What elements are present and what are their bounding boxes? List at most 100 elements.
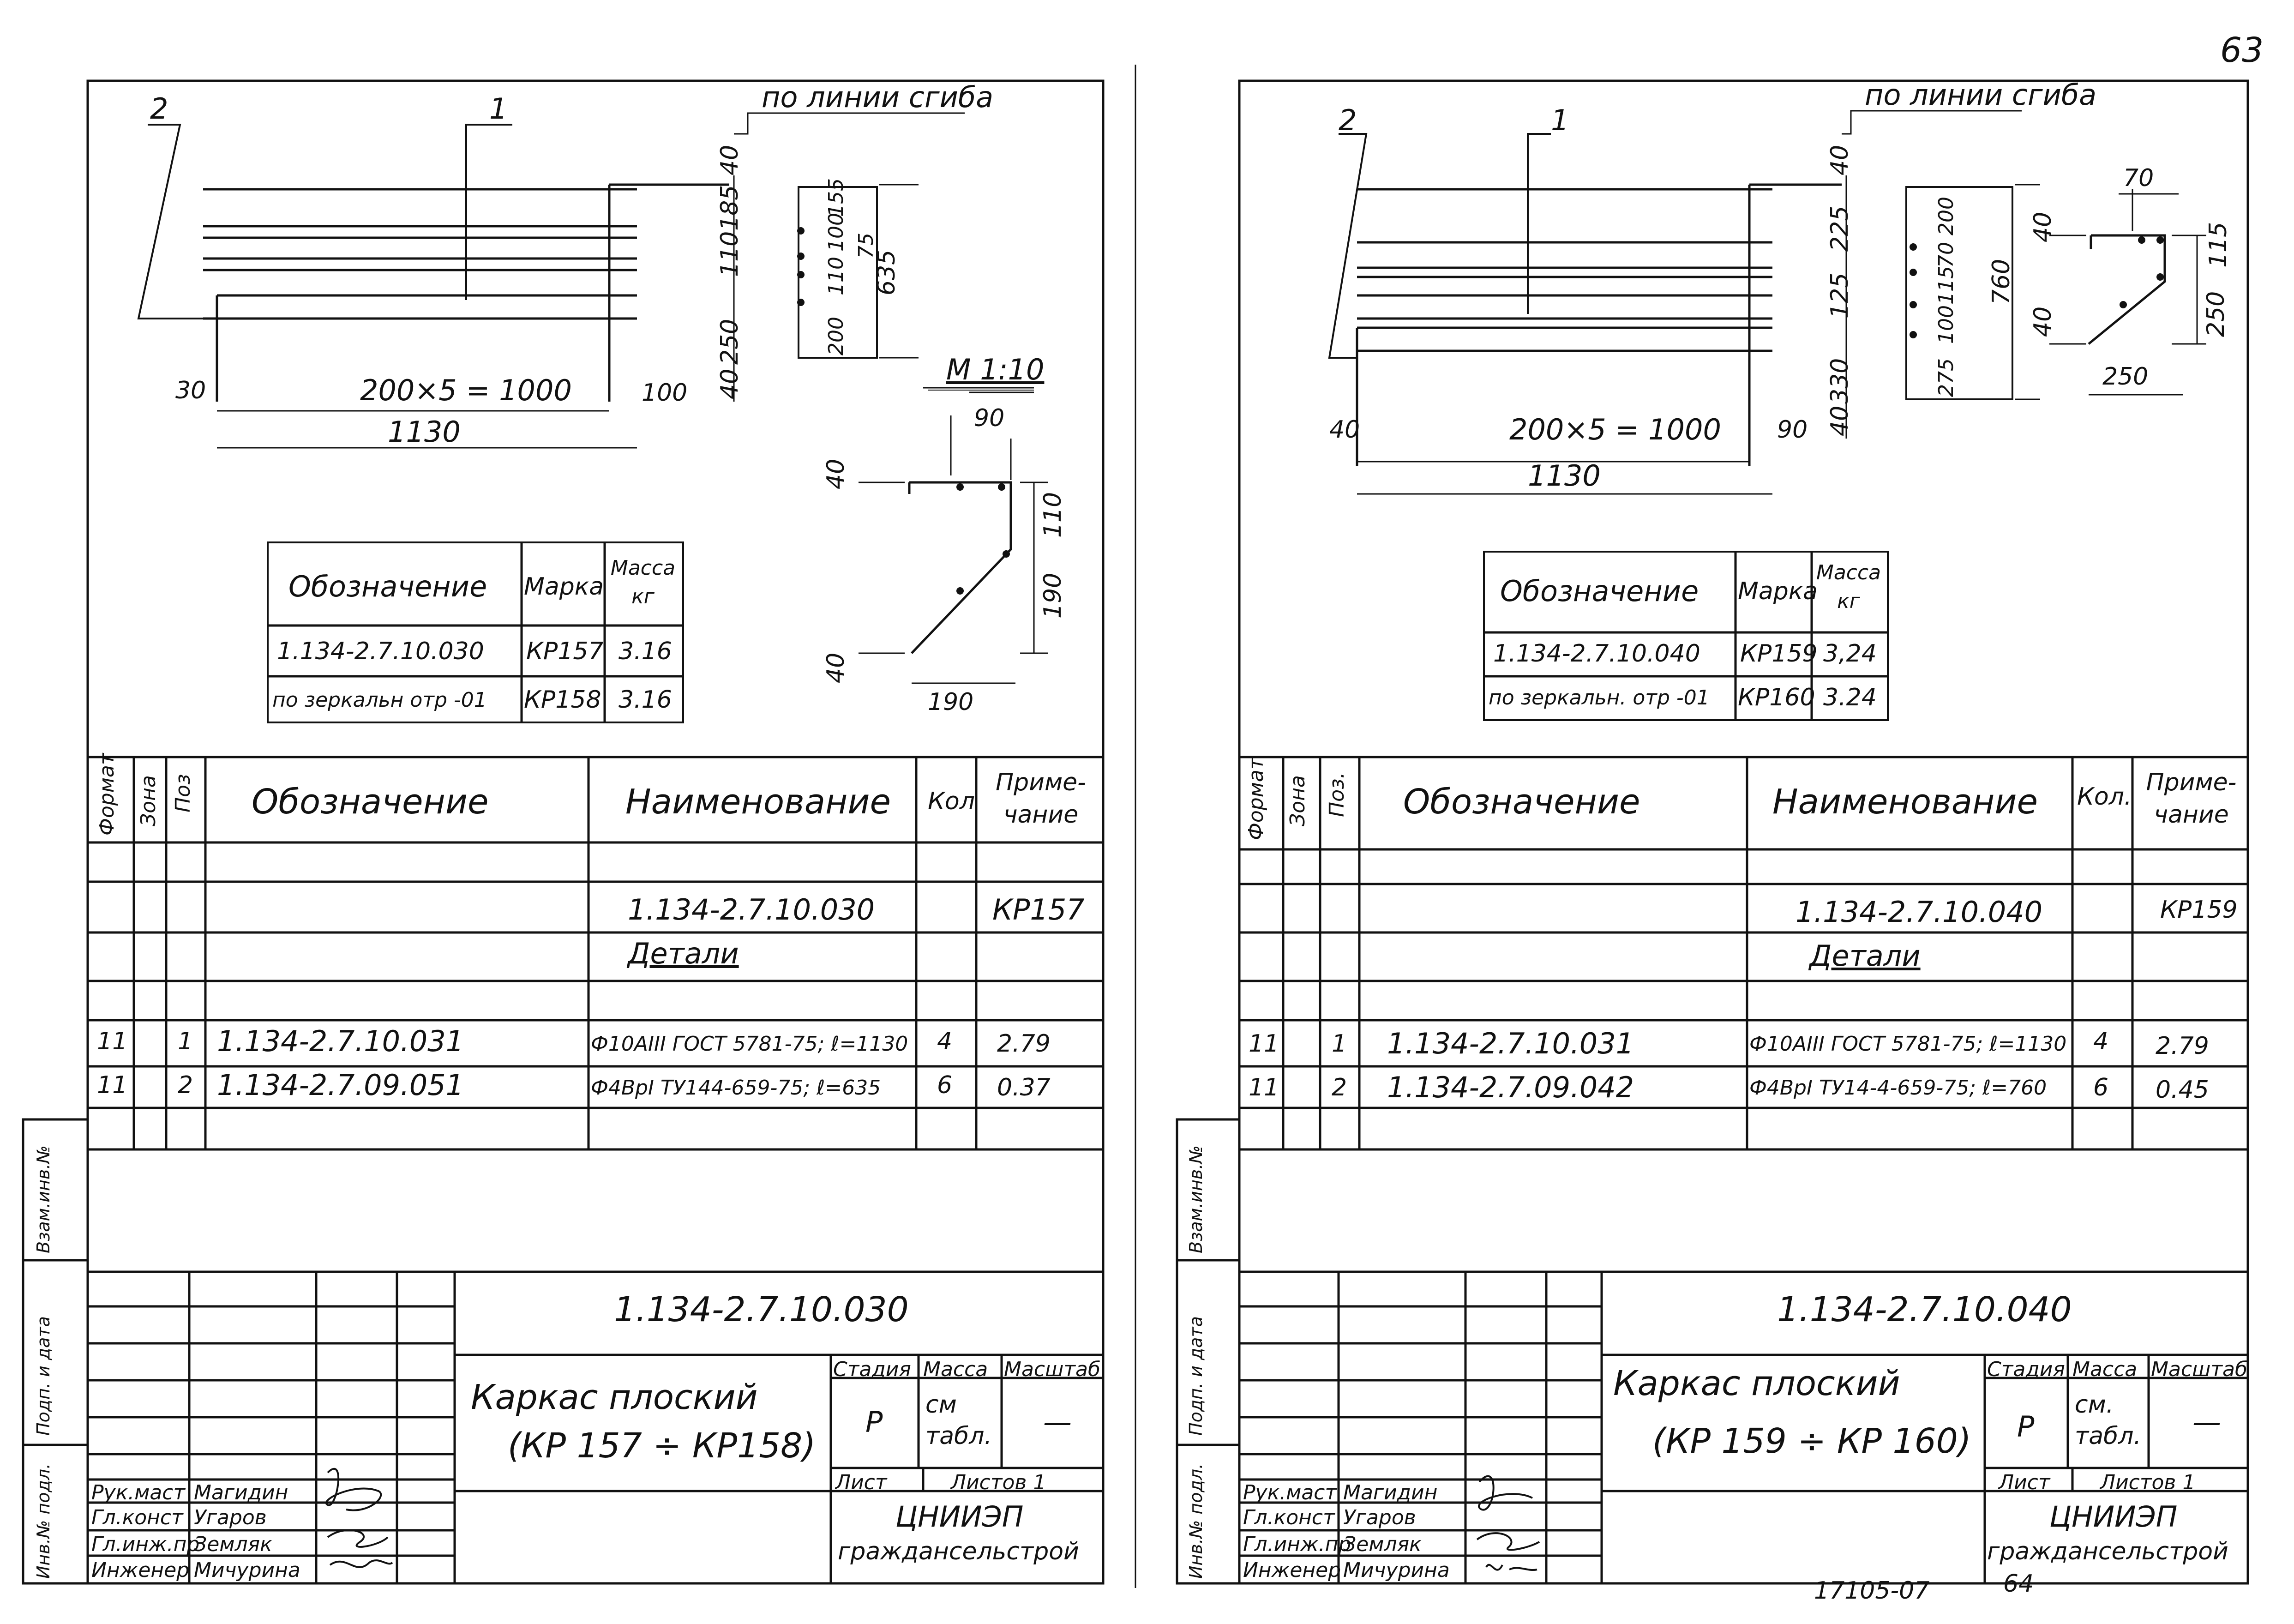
stamp-inv-no: Инв.№ подл. <box>33 1463 54 1579</box>
mass-label: Масса <box>923 1358 988 1381</box>
spec-cell-designation: 1.134-2.7.10.031 <box>1387 1027 1634 1060</box>
stamp-replace-inv: Взам.инв.№ <box>1186 1145 1206 1253</box>
leader-1-label: 1 <box>489 92 508 126</box>
section-dim-bottom: 190 <box>928 688 974 716</box>
dim-1130: 1130 <box>388 415 461 449</box>
mass-row2-mass: 3.24 <box>1823 684 1877 711</box>
role-label: Гл.инж.пр <box>91 1533 200 1556</box>
spec-cell-designation: 1.134-2.7.09.042 <box>1387 1071 1634 1104</box>
mass-th-designation: Обозначение <box>288 570 487 603</box>
doc-code: 1.134-2.7.10.030 <box>614 1290 909 1329</box>
mass-row2-mass: 3.16 <box>619 686 672 714</box>
doc-code: 1.134-2.7.10.040 <box>1777 1290 2072 1329</box>
spec-th-pos: Поз. <box>1325 772 1349 817</box>
scale-note: М 1:10 <box>946 353 1045 386</box>
side-dim-330: 330 <box>1826 358 1854 404</box>
mass-row1-designation: 1.134-2.7.10.040 <box>1493 640 1700 668</box>
spec-cell-format: 11 <box>1249 1074 1279 1101</box>
spec-cell-format: 11 <box>97 1071 128 1099</box>
role-label: Гл.конст <box>91 1506 183 1529</box>
side-dim-125: 125 <box>1826 272 1854 319</box>
mass-row1-mass: 3,24 <box>1823 640 1877 668</box>
stamp-replace-inv: Взам.инв.№ <box>33 1145 54 1253</box>
bend-note: по линии сгиба <box>1865 78 2097 112</box>
spec-cell-qty: 4 <box>937 1028 953 1055</box>
rebar-dim-100: 100 <box>824 213 848 252</box>
spec-cell-designation: 1.134-2.7.10.031 <box>217 1024 464 1058</box>
spec-th-designation: Обозначение <box>252 782 489 822</box>
mass-value: см табл. <box>925 1391 992 1450</box>
sheet-label: Лист <box>1999 1471 2050 1494</box>
section-dim-top: 70 <box>2123 164 2154 192</box>
section-dim-left-bottom: 40 <box>2029 306 2057 337</box>
mass-row1-mark: КР159 <box>1740 640 1818 668</box>
stamp-sign-date: Подп. и дата <box>1186 1316 1206 1436</box>
mass-row2-mark: КР160 <box>1738 684 1815 711</box>
role-label: Рук.маст <box>1243 1481 1337 1504</box>
mass-label: Масса <box>2072 1358 2138 1381</box>
dim-1130: 1130 <box>1528 459 1601 493</box>
side-dim-110: 110 <box>716 231 744 277</box>
spec-cell-name: Ф10АIII ГОСТ 5781-75; ℓ=1130 <box>591 1032 908 1056</box>
spec-cell-pos: 2 <box>1332 1074 1347 1101</box>
section-dim-right-bottom: 250 <box>2202 291 2230 337</box>
side-dim-185: 185 <box>716 185 744 231</box>
stage-value: Р <box>2017 1410 2035 1444</box>
spec-th-format: Формат <box>1244 758 1268 840</box>
spec-cell-note: 2.79 <box>2156 1032 2209 1060</box>
spec-cell-qty: 6 <box>937 1071 953 1099</box>
mass-th-mark: Марка <box>1738 577 1818 605</box>
doc-title-line1: Каркас плоский <box>471 1377 758 1417</box>
spec-th-note: Приме-чание <box>2146 769 2237 829</box>
role-name: Угаров <box>1343 1506 1416 1529</box>
spec-th-format: Формат <box>95 753 119 836</box>
stage-label: Стадия <box>1987 1358 2065 1381</box>
role-name: Мичурина <box>1343 1558 1450 1582</box>
spec-doc-note: КР157 <box>992 893 1085 926</box>
spec-cell-name: Ф10АIII ГОСТ 5781-75; ℓ=1130 <box>1749 1032 2067 1056</box>
sheet-label: Лист <box>835 1471 887 1494</box>
spec-section-title: Детали <box>1809 939 1921 973</box>
role-label: Гл.конст <box>1243 1506 1335 1529</box>
rebar-dim-200: 200 <box>824 317 848 355</box>
scale-label: Масштаб <box>1004 1358 1101 1381</box>
side-dim-40-bottom: 40 <box>1826 405 1854 436</box>
side-dim-250: 250 <box>716 319 744 365</box>
org-line2: граждансельстрой <box>1987 1538 2228 1565</box>
leader-2-label: 2 <box>150 92 168 126</box>
rebar-dim-275: 275 <box>1934 358 1958 397</box>
leader-2-label: 2 <box>1339 103 1357 137</box>
dim-90: 90 <box>1777 416 1808 444</box>
scale-label: Масштаб <box>2151 1358 2248 1381</box>
stage-value: Р <box>865 1405 883 1439</box>
spec-doc-ref: 1.134-2.7.10.030 <box>628 893 875 926</box>
section-dim-right-top: 115 <box>2204 222 2232 268</box>
spec-th-zone: Зона <box>137 775 160 826</box>
rebar-dim-635: 635 <box>873 249 901 295</box>
dim-100: 100 <box>642 379 688 407</box>
section-dim-right-top: 110 <box>1039 492 1067 538</box>
role-name: Угаров <box>194 1506 267 1529</box>
spec-th-designation: Обозначение <box>1403 782 1640 822</box>
side-dim-40-bottom: 40 <box>716 368 744 399</box>
doc-title-line2: (КР 157 ÷ КР158) <box>508 1426 816 1466</box>
doc-title-line1: Каркас плоский <box>1613 1364 1900 1403</box>
section-dim-top: 90 <box>974 404 1005 432</box>
spec-th-qty: Кол <box>928 788 975 815</box>
section-dim-left-top: 40 <box>2029 211 2057 242</box>
role-label: Инженер <box>91 1558 190 1582</box>
spec-th-zone: Зона <box>1286 775 1309 826</box>
bend-note: по линии сгиба <box>762 80 994 114</box>
mass-row2-mark: КР158 <box>524 686 601 714</box>
spec-cell-note: 2.79 <box>997 1030 1051 1058</box>
dim-40: 40 <box>1329 416 1360 444</box>
role-label: Рук.маст <box>91 1481 186 1504</box>
org-line2: граждансельстрой <box>838 1538 1079 1565</box>
role-name: Земляк <box>194 1533 272 1556</box>
mass-row1-mass: 3.16 <box>619 638 672 665</box>
scale-value: — <box>2192 1405 2221 1439</box>
org-line1: ЦНИИЭП <box>895 1500 1024 1534</box>
mass-row2-designation: по зеркальн. отр -01 <box>1489 686 1710 710</box>
spec-cell-qty: 4 <box>2093 1028 2109 1055</box>
rebar-dim-70: 70 <box>1934 242 1958 268</box>
